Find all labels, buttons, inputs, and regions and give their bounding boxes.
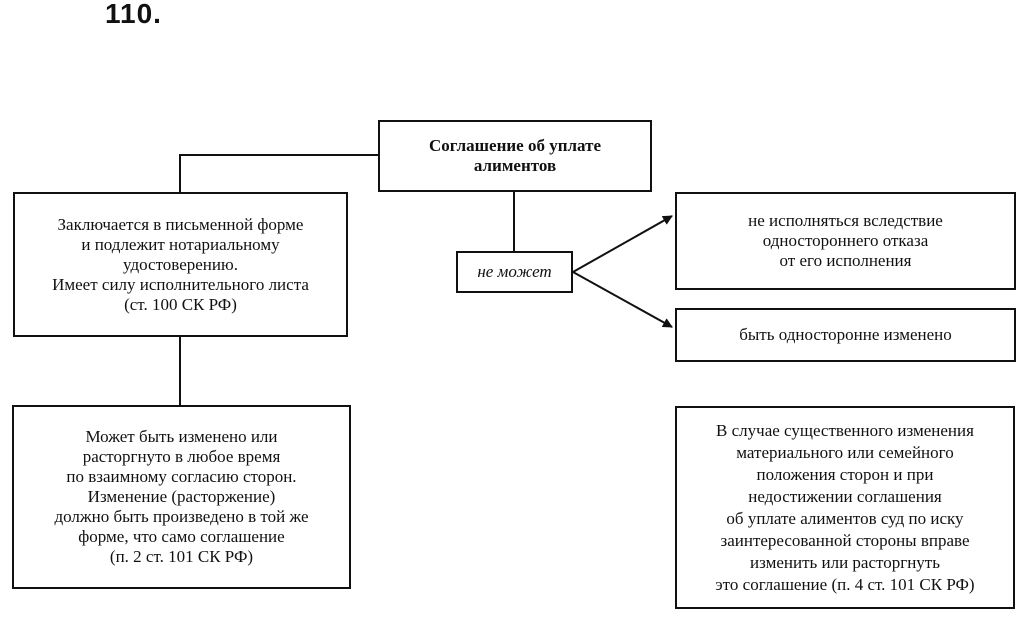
unilateral-refusal-box: не исполняться вследствие одностороннего…: [675, 192, 1016, 290]
arrow-to-right-middle: [572, 271, 673, 328]
unilateral-refusal-text: не исполняться вследствие одностороннего…: [748, 211, 943, 270]
court-change-text: В случае существенного изменения материа…: [715, 420, 975, 594]
title-text: Соглашение об уплате алиментов: [429, 136, 601, 175]
cannot-box: не может: [456, 251, 573, 293]
mutual-change-text: Может быть изменено или расторгнуто в лю…: [54, 427, 309, 566]
form-requirements-text: Заключается в письменной форме и подлежи…: [52, 214, 309, 314]
mutual-change-box: Может быть изменено или расторгнуто в лю…: [12, 405, 351, 589]
court-change-box: В случае существенного изменения материа…: [675, 406, 1015, 609]
unilateral-change-box: быть односторонне изменено: [675, 308, 1016, 362]
cannot-text: не может: [477, 262, 552, 281]
title-box: Соглашение об уплате алиментов: [378, 120, 652, 192]
task-number: 110.: [105, 0, 162, 29]
connector-title-to-left: [179, 154, 378, 192]
unilateral-change-text: быть односторонне изменено: [739, 325, 952, 344]
form-requirements-box: Заключается в письменной форме и подлежи…: [13, 192, 348, 337]
arrow-to-right-top: [572, 215, 673, 273]
